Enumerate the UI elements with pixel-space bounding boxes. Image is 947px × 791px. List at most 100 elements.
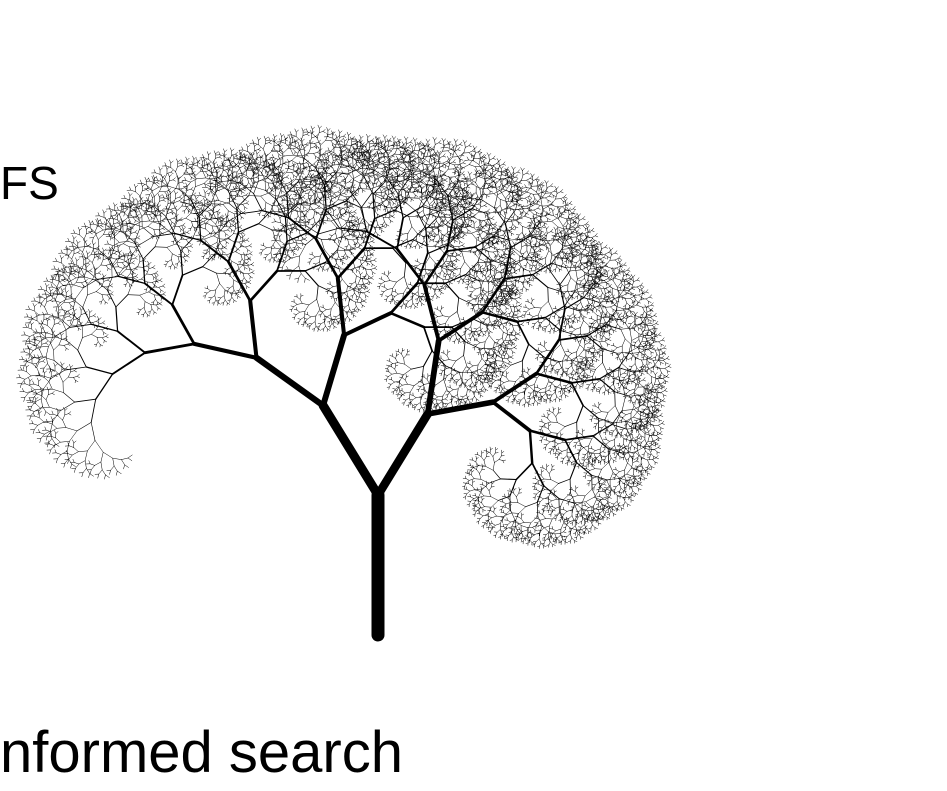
tree-branch [104, 341, 105, 344]
tree-branch [116, 307, 118, 331]
tree-branch [123, 217, 128, 222]
tree-branch [189, 175, 191, 178]
tree-branch [304, 311, 305, 317]
tree-branch [341, 258, 345, 259]
tree-branch [176, 167, 178, 172]
tree-branch [176, 214, 178, 216]
tree-branch [144, 307, 145, 311]
tree-branch [192, 161, 193, 164]
tree-branch [52, 393, 54, 394]
tree-branch [143, 315, 144, 318]
tree-branch [183, 223, 185, 225]
tree-branch [298, 319, 301, 320]
tree-branch [102, 328, 106, 329]
tree-branch [86, 227, 88, 229]
tree-branch [73, 376, 77, 377]
tree-branch [195, 171, 200, 176]
tree-branch [187, 158, 189, 160]
tree-branch [371, 268, 375, 269]
tree-branch [243, 150, 248, 152]
tree-branch [327, 292, 328, 294]
tree-branch [89, 244, 91, 246]
tree-branch [77, 376, 80, 377]
tree-branch [172, 222, 177, 234]
tree-branch [78, 227, 79, 230]
tree-branch [246, 255, 248, 258]
tree-branch [47, 285, 49, 287]
tree-branch [362, 305, 363, 307]
tree-branch [205, 293, 207, 296]
tree-branch [279, 139, 280, 142]
tree-branch [149, 178, 150, 181]
tree-branch [210, 166, 211, 169]
tree-branch [244, 278, 246, 281]
tree-branch [205, 191, 207, 193]
tree-branch [147, 197, 148, 200]
tree-branch [98, 256, 100, 257]
tree-branch [189, 250, 191, 251]
tree-branch [275, 159, 278, 163]
tree-branch [204, 292, 207, 293]
tree-branch [54, 266, 55, 269]
tree-branch [47, 300, 51, 301]
tree-branch [32, 319, 37, 321]
tree-branch [360, 273, 362, 275]
tree-branch [350, 309, 352, 312]
tree-branch [216, 300, 218, 303]
tree-branch [240, 259, 242, 262]
tree-branch [265, 213, 267, 216]
tree-branch [296, 312, 299, 314]
tree-branch [92, 238, 93, 242]
tree-branch [219, 256, 220, 258]
tree-branch [289, 206, 290, 208]
tree-branch [112, 215, 113, 218]
tree-branch [356, 221, 358, 222]
tree-branch [66, 348, 68, 349]
tree-branch [33, 381, 34, 384]
tree-branch [317, 192, 318, 196]
tree-branch [38, 422, 44, 425]
tree-branch [321, 239, 333, 240]
tree-branch [52, 314, 53, 317]
tree-branch [41, 396, 46, 400]
tree-branch [288, 250, 289, 253]
tree-branch [239, 234, 241, 237]
tree-branch [383, 222, 385, 225]
tree-branch [31, 329, 36, 333]
tree-branch [319, 327, 320, 330]
tree-branch [358, 218, 360, 220]
tree-branch [305, 314, 308, 315]
tree-branch [88, 258, 93, 262]
tree-branch [36, 313, 37, 316]
tree-branch [248, 266, 250, 269]
tree-branch [303, 197, 305, 198]
tree-branch [305, 305, 309, 311]
tree-branch [360, 260, 361, 265]
tree-branch [63, 281, 65, 282]
tree-branch [237, 271, 238, 274]
tree-branch [43, 324, 48, 326]
tree-branch [303, 207, 304, 210]
tree-branch [139, 254, 140, 257]
tree-branch [345, 225, 347, 228]
tree-branch [324, 326, 326, 329]
tree-branch [196, 159, 197, 162]
tree-branch [131, 258, 135, 259]
tree-branch [355, 311, 357, 312]
tree-branch [90, 221, 92, 223]
tree-branch [307, 134, 309, 135]
tree-branch [237, 186, 238, 189]
tree-branch [66, 428, 77, 431]
tree-branch [290, 247, 292, 250]
tree-branch [245, 166, 247, 167]
tree-branch [84, 277, 87, 284]
tree-branch [209, 297, 212, 298]
tree-branch [238, 183, 239, 186]
tree-branch [370, 176, 371, 179]
tree-branch [263, 144, 265, 149]
tree-branch [92, 221, 93, 224]
tree-branch [125, 198, 130, 200]
tree-branch [306, 209, 308, 211]
tree-branch [140, 180, 141, 183]
tree-branch [251, 265, 254, 266]
